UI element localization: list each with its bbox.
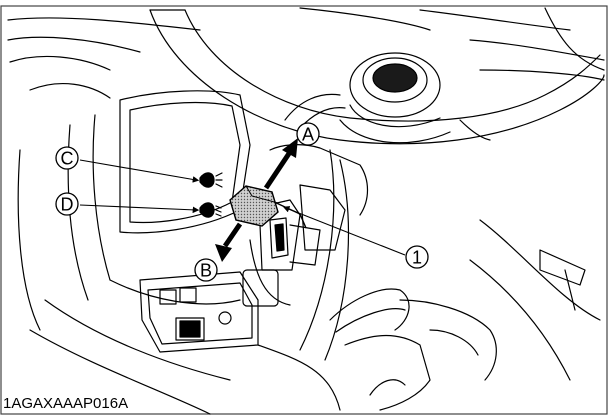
instrument-panel (67, 90, 251, 305)
callout-a-label: A (302, 125, 314, 145)
figure-frame (0, 5, 608, 415)
dashboard-outline (7, 7, 605, 99)
callout-d-label: D (61, 195, 74, 215)
lamp-symbol-low (199, 202, 222, 218)
callout-a: A (296, 122, 320, 146)
leader-line-1 (282, 206, 406, 256)
leader-line-c (79, 159, 200, 183)
callout-b-label: B (200, 261, 212, 281)
callout-d: D (55, 192, 79, 216)
direction-arrow-b (215, 222, 243, 262)
steering-column (249, 144, 369, 361)
lamp-symbol-high (199, 172, 223, 188)
leader-line-d (79, 204, 200, 214)
direction-arrow-a (263, 138, 298, 190)
callout-1: 1 (405, 245, 429, 269)
callout-1-label: 1 (412, 248, 422, 268)
pedal-assembly (329, 219, 601, 411)
lower-panel (17, 149, 341, 415)
figure-code: 1AGAXAAAP016A (3, 395, 129, 412)
callout-c-label: C (61, 149, 74, 169)
steering-wheel (149, 9, 605, 145)
callout-b: B (194, 258, 218, 282)
callout-c: C (55, 146, 79, 170)
